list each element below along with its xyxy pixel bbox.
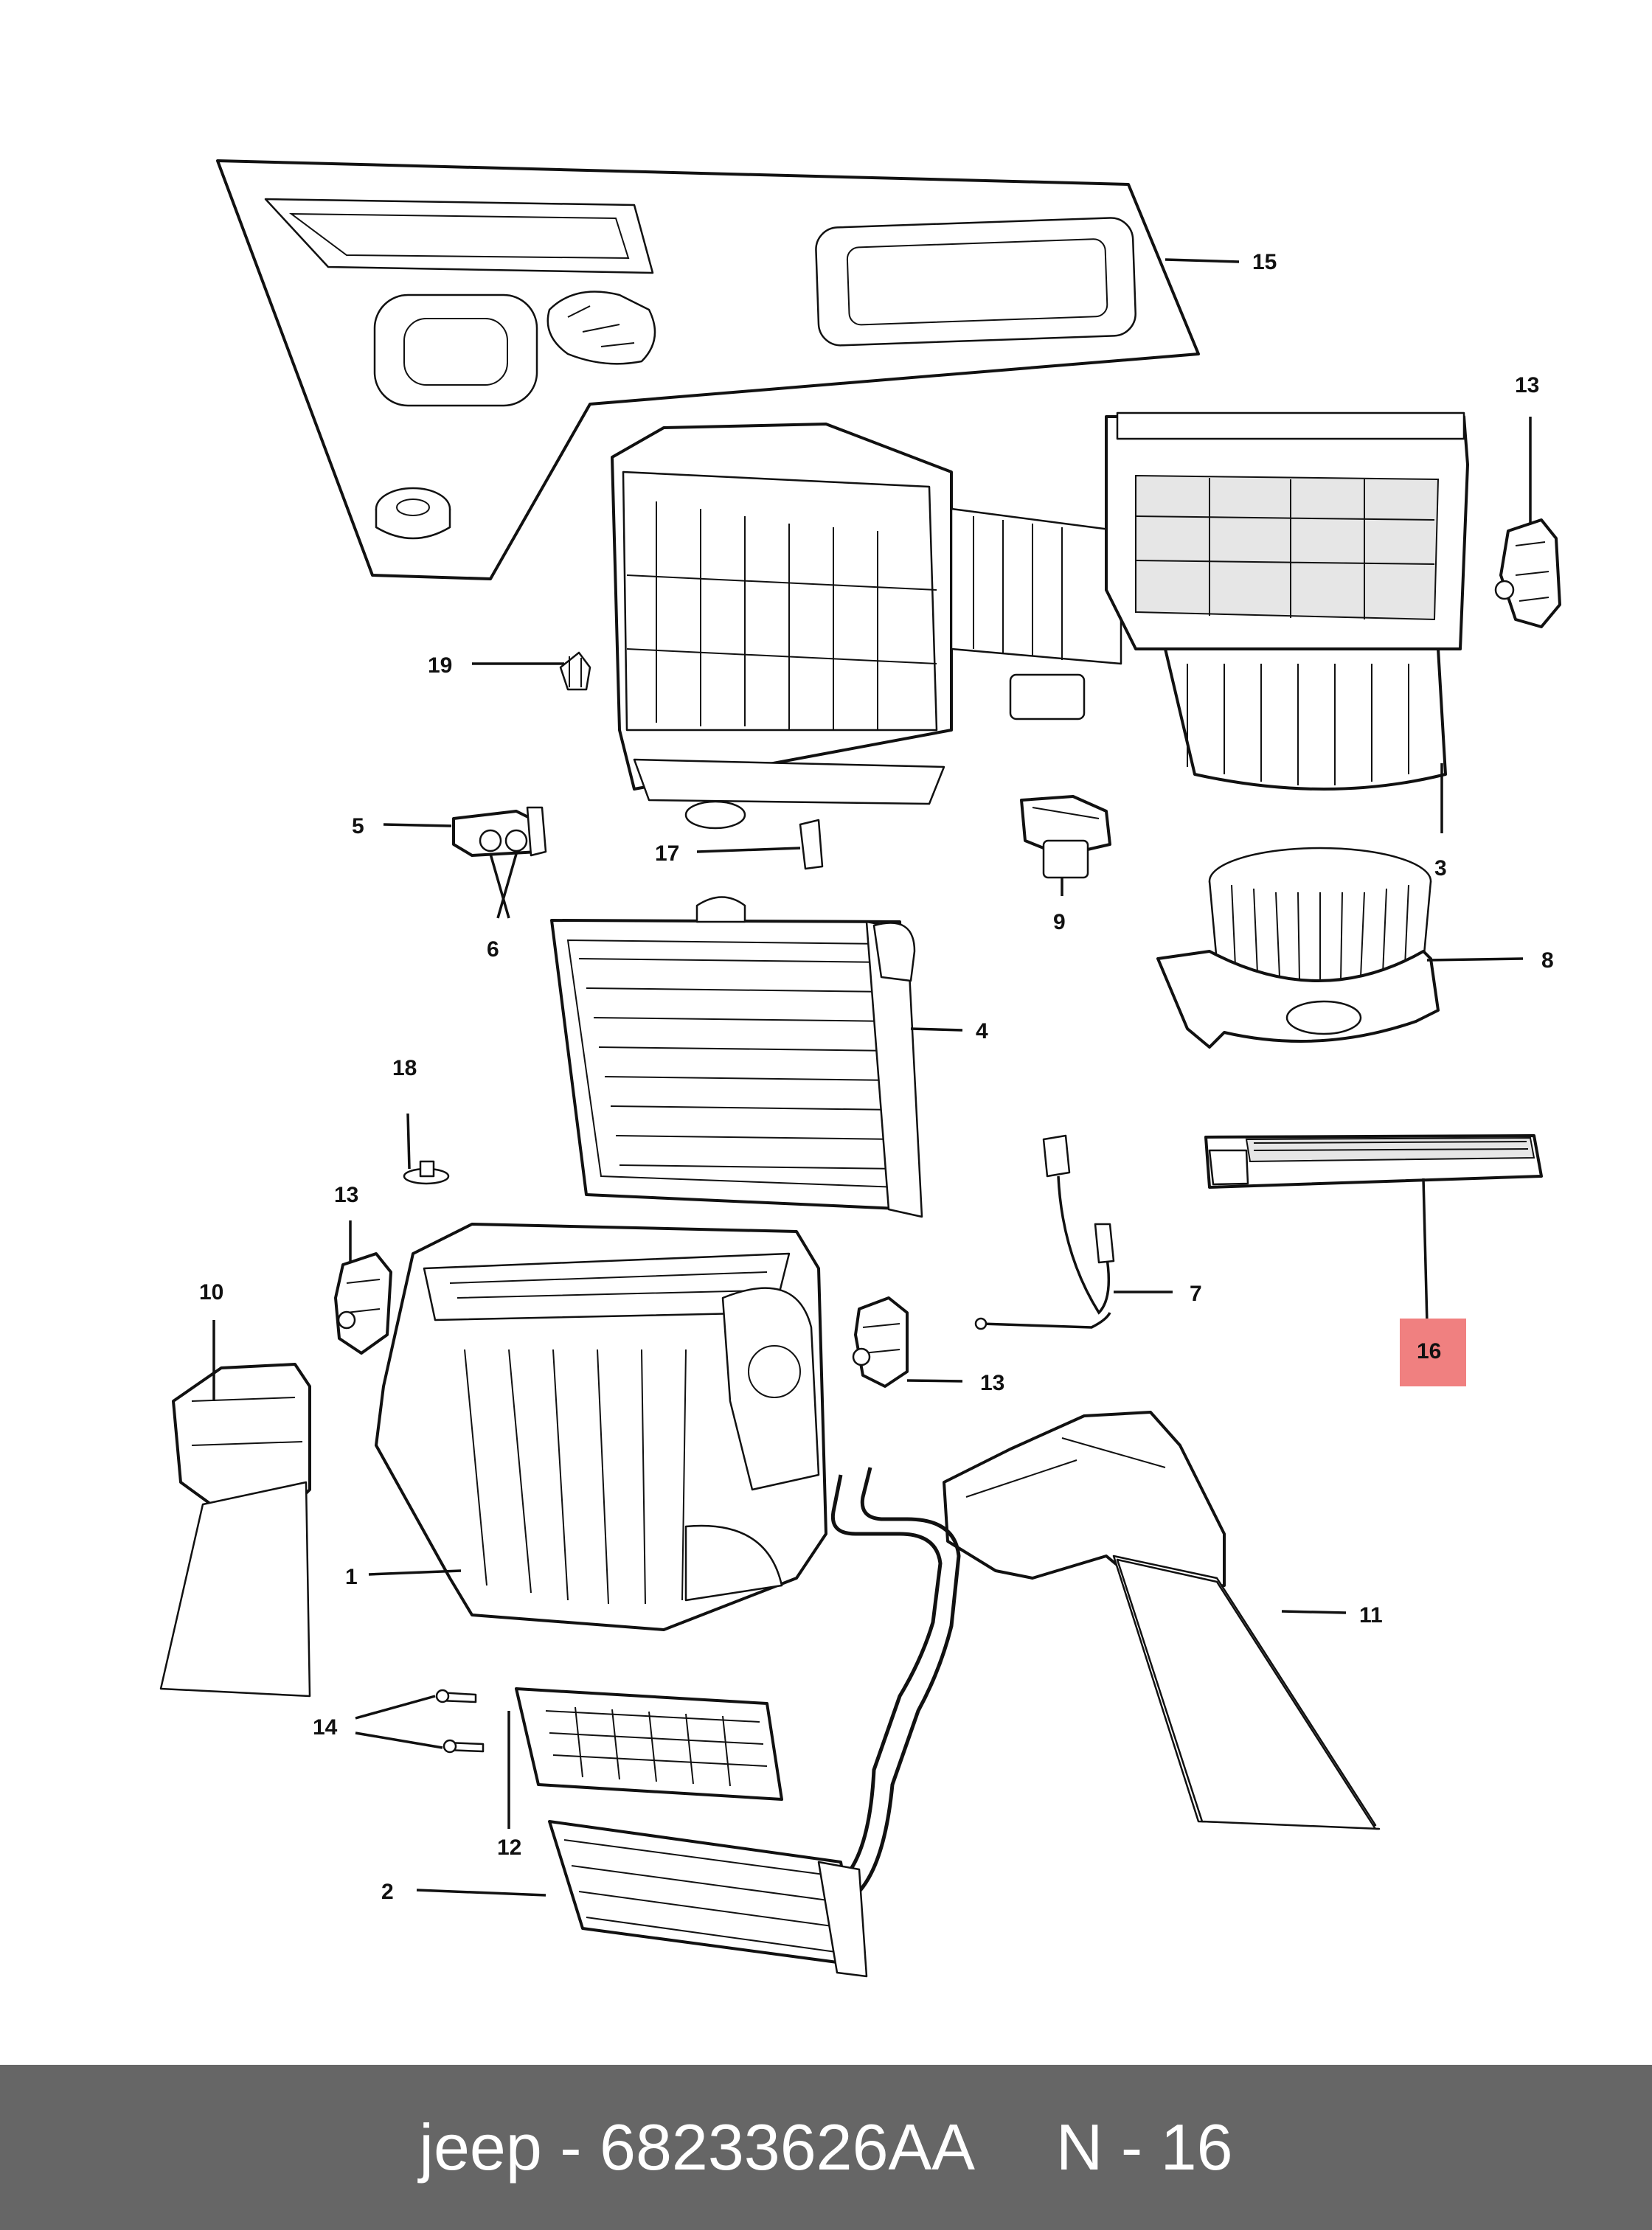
seal-kit-panel: [216, 159, 1200, 580]
callout-10: 10: [199, 1280, 223, 1305]
callout-6: 6: [487, 937, 499, 962]
callout-4: 4: [976, 1019, 988, 1043]
parts-diagram: 15 13 19 5 17 3 6 9 8 4 18 13 10 7 16 13…: [159, 159, 1561, 1978]
diagram-reference: N - 16: [1055, 2111, 1233, 2184]
floor-duct-left: [159, 1363, 311, 1698]
screws-14: [435, 1689, 485, 1754]
callout-19: 19: [428, 653, 452, 678]
callout-18: 18: [392, 1056, 417, 1080]
brand-part-number: jeep - 68233626AA: [419, 2111, 975, 2184]
callout-9: 9: [1053, 910, 1066, 934]
floor-duct-right: [943, 1411, 1381, 1830]
temperature-sensor-harness: [974, 1134, 1115, 1330]
callout-15: 15: [1252, 250, 1277, 274]
expansion-valve: [452, 806, 547, 857]
callout-labels: 15 13 19 5 17 3 6 9 8 4 18 13 10 7 16 13…: [199, 250, 1554, 1904]
callout-16: 16: [1417, 1339, 1441, 1364]
leader-lines: [212, 258, 1532, 1897]
mode-door-actuator-left: [334, 1252, 392, 1355]
callout-13-top: 13: [1515, 373, 1539, 397]
callout-11: 11: [1359, 1603, 1383, 1628]
part-number-footer: jeep - 68233626AA N - 16: [0, 2065, 1652, 2230]
screw-18: [403, 1160, 450, 1185]
callout-3: 3: [1434, 856, 1447, 880]
mode-door-actuator-top: [1494, 518, 1561, 628]
hvac-upper-housing: [611, 411, 1469, 830]
callout-1: 1: [345, 1565, 358, 1589]
callout-5: 5: [352, 814, 364, 838]
cabin-air-filter: [1204, 1134, 1543, 1189]
clip-17: [799, 819, 824, 870]
hvac-lower-housing: [375, 1223, 827, 1631]
clip-19: [559, 651, 591, 691]
callout-13-right: 13: [980, 1371, 1004, 1395]
callout-8: 8: [1541, 948, 1554, 973]
highlight-box-16: [1400, 1319, 1466, 1386]
heater-core-cover: [515, 1687, 783, 1801]
callout-2: 2: [381, 1880, 394, 1904]
blower-motor-wheel: [1156, 847, 1440, 1049]
callout-14: 14: [313, 1715, 338, 1740]
evaporator-core: [550, 896, 923, 1218]
heater-core: [548, 1467, 961, 1978]
mode-door-actuator-right: [852, 1296, 909, 1388]
callout-17: 17: [655, 841, 679, 866]
callout-13-left: 13: [334, 1183, 358, 1207]
callout-12: 12: [497, 1835, 521, 1860]
callout-7: 7: [1190, 1282, 1202, 1306]
blower-resistor: [1020, 795, 1111, 879]
